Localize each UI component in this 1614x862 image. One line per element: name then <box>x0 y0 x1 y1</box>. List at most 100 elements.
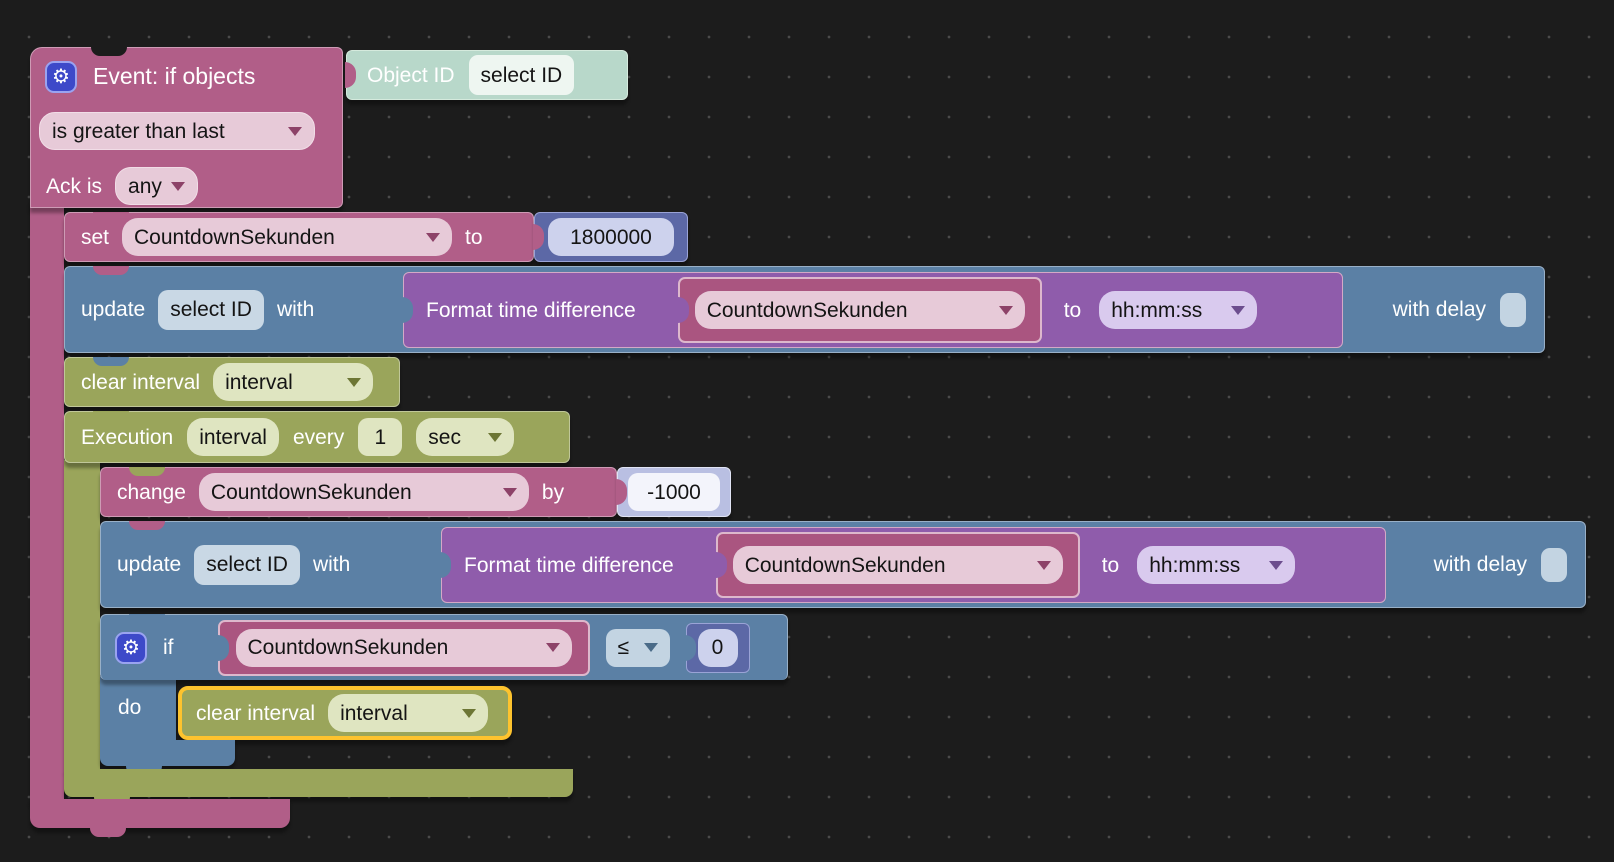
socket <box>684 634 696 661</box>
dropdown-arrow-icon <box>502 487 517 497</box>
update-state-block-1[interactable]: update select ID with Format time differ… <box>64 266 1545 353</box>
comparison-operator-dropdown[interactable]: ≤ <box>605 628 670 667</box>
variable-block[interactable]: CountdownSekunden <box>715 532 1080 598</box>
if-label: if <box>163 636 174 659</box>
ack-dropdown[interactable]: any <box>115 167 198 205</box>
dropdown-arrow-icon <box>347 377 362 387</box>
notch <box>129 467 165 476</box>
format-label: Format time difference <box>464 553 674 577</box>
notch <box>129 521 165 530</box>
execution-block-spine[interactable] <box>64 460 100 770</box>
dropdown-arrow-icon <box>545 643 560 652</box>
gear-icon[interactable]: ⚙ <box>45 60 77 93</box>
update-state-block-2[interactable]: update select ID with Format time differ… <box>100 521 1586 608</box>
event-block[interactable]: ⚙ Event: if objects is greater than last… <box>30 47 343 208</box>
dropdown-arrow-icon <box>426 232 441 242</box>
object-id-block[interactable]: Object ID select ID <box>345 50 628 100</box>
dropdown-arrow-icon <box>462 708 477 718</box>
format-time-difference-block-2[interactable]: Format time difference CountdownSekunden… <box>440 527 1386 603</box>
time-format-dropdown[interactable]: hh:mm:ss <box>1137 546 1296 584</box>
socket <box>402 297 413 323</box>
set-label: set <box>81 225 110 249</box>
if-block-header[interactable]: ⚙ if CountdownSekunden ≤ 0 <box>100 614 788 680</box>
number-field[interactable]: 0 <box>697 628 738 667</box>
update-label: update <box>81 298 146 321</box>
clear-interval-block-2-selected[interactable]: clear interval interval <box>178 686 512 740</box>
socket <box>345 62 356 88</box>
change-variable-block[interactable]: change CountdownSekunden by <box>100 467 617 517</box>
event-block-bottom-bar[interactable] <box>30 799 290 837</box>
number-block-1800000[interactable]: 1800000 <box>533 212 688 262</box>
interval-name-dropdown[interactable]: interval <box>328 694 489 732</box>
if-block-bottom-bar[interactable] <box>100 740 235 775</box>
next-connection-bump <box>90 828 126 837</box>
notch <box>91 47 127 56</box>
object-id-label: Object ID <box>367 63 455 87</box>
dropdown-arrow-icon <box>288 126 302 136</box>
to-label: to <box>1101 553 1120 577</box>
notch <box>129 614 165 623</box>
to-label: to <box>1063 298 1082 322</box>
update-object-id-field[interactable]: select ID <box>158 289 264 330</box>
with-label: with <box>312 553 351 576</box>
socket <box>616 479 627 505</box>
gear-icon[interactable]: ⚙ <box>115 631 147 664</box>
interval-name-dropdown[interactable]: interval <box>213 363 374 401</box>
time-format-dropdown[interactable]: hh:mm:ss <box>1099 291 1258 329</box>
dropdown-arrow-icon <box>1231 305 1246 315</box>
socket <box>677 297 689 323</box>
socket <box>715 552 727 578</box>
execution-block-bottom-bar[interactable] <box>64 769 573 806</box>
dropdown-arrow-icon <box>488 432 503 442</box>
number-field[interactable]: -1000 <box>628 473 720 511</box>
execution-block[interactable]: Execution interval every 1 sec <box>64 411 570 463</box>
variable-dropdown[interactable]: CountdownSekunden <box>732 546 1063 584</box>
dropdown-arrow-icon <box>643 643 658 652</box>
set-variable-dropdown[interactable]: CountdownSekunden <box>122 218 453 256</box>
format-time-difference-block-1[interactable]: Format time difference CountdownSekunden… <box>402 272 1343 348</box>
variable-dropdown[interactable]: CountdownSekunden <box>694 291 1025 329</box>
socket <box>217 634 229 661</box>
clear-interval-label: clear interval <box>196 701 316 725</box>
event-block-spine[interactable] <box>30 200 64 802</box>
number-block-minus1000[interactable]: -1000 <box>616 467 731 517</box>
do-label: do <box>118 696 142 719</box>
with-delay-label: with delay <box>1392 298 1486 321</box>
execution-unit-dropdown[interactable]: sec <box>416 418 515 456</box>
clear-interval-block-1[interactable]: clear interval interval <box>64 357 400 407</box>
execution-value-field[interactable]: 1 <box>358 418 403 456</box>
socket <box>440 552 451 578</box>
change-variable-dropdown[interactable]: CountdownSekunden <box>198 473 529 511</box>
change-label: change <box>117 480 186 504</box>
set-variable-block[interactable]: set CountdownSekunden to <box>64 212 534 262</box>
update-label: update <box>117 553 182 576</box>
variable-block[interactable]: CountdownSekunden <box>677 277 1042 343</box>
object-id-field[interactable]: select ID <box>468 55 575 95</box>
number-block-0[interactable]: 0 <box>684 622 750 673</box>
execution-interval-name-field[interactable]: interval <box>187 418 279 456</box>
dropdown-arrow-icon <box>998 305 1013 315</box>
if-block-left-column[interactable]: do <box>100 676 176 740</box>
with-label: with <box>276 298 315 321</box>
with-delay-checkbox[interactable] <box>1500 292 1526 327</box>
notch <box>93 266 129 275</box>
number-field[interactable]: 1800000 <box>548 218 674 256</box>
to-label: to <box>465 225 483 249</box>
socket <box>533 224 544 250</box>
update-object-id-field[interactable]: select ID <box>194 544 300 585</box>
variable-block[interactable]: CountdownSekunden <box>217 619 590 676</box>
ack-label: Ack is <box>46 174 103 198</box>
clear-interval-label: clear interval <box>81 370 201 394</box>
every-label: every <box>292 425 345 449</box>
variable-dropdown[interactable]: CountdownSekunden <box>235 628 572 667</box>
event-condition-dropdown[interactable]: is greater than last <box>39 112 315 150</box>
event-title: Event: if objects <box>93 63 256 89</box>
dropdown-arrow-icon <box>170 181 185 191</box>
by-label: by <box>541 480 565 504</box>
format-label: Format time difference <box>426 298 636 322</box>
with-delay-label: with delay <box>1433 553 1527 576</box>
notch <box>93 411 129 420</box>
dropdown-arrow-icon <box>1036 560 1051 570</box>
with-delay-checkbox[interactable] <box>1541 547 1567 582</box>
